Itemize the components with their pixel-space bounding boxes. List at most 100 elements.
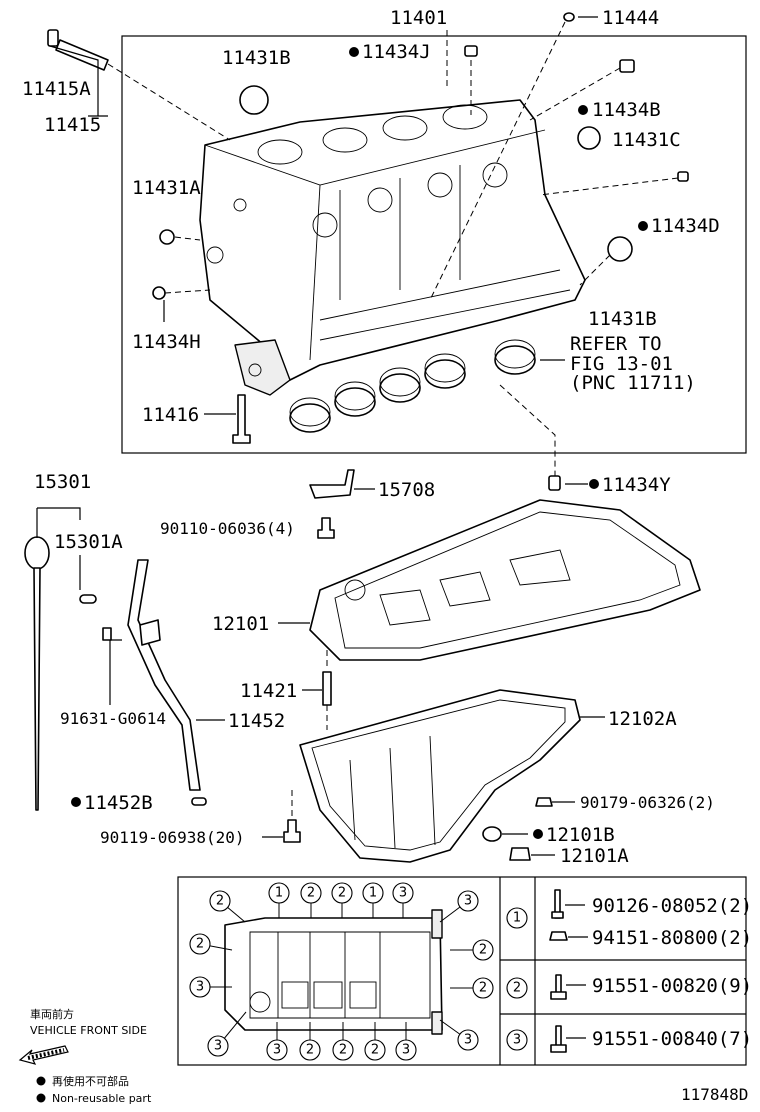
bolt-90110: [317, 517, 335, 539]
label-11434b: 11434B: [592, 99, 661, 121]
nonreuse-dot-12101b: [533, 829, 543, 839]
label-11452: 11452: [228, 710, 285, 732]
legend-nonreuse-dot-2: [36, 1093, 46, 1103]
label-refer-1: REFER TO: [570, 333, 662, 355]
label-12102a: 12102A: [608, 708, 677, 730]
callout-circle-left-1: [189, 933, 211, 955]
callout-circle-left-3: [207, 1035, 229, 1057]
nonreuse-dot-11452b: [71, 797, 81, 807]
bolt-part-91551-00840: 91551-00840(7): [592, 1028, 752, 1050]
callout-number-top-5: 3: [399, 886, 407, 901]
label-11434y: 11434Y: [602, 474, 671, 496]
pin-11434b: [619, 59, 635, 73]
pin-11434h: [152, 286, 166, 300]
bolt-key-3: 3: [513, 1033, 521, 1048]
bolt-part-90126: 90126-08052(2): [592, 895, 752, 917]
callout-number-left-3: 3: [214, 1039, 222, 1054]
callout-number-bottom-4: 3: [402, 1043, 410, 1058]
label-refer-3: (PNC 11711): [570, 372, 696, 394]
callout-circle-right-1: [472, 939, 494, 961]
callout-number-top-0: 2: [216, 894, 224, 909]
oil-pan-plan-view: [224, 909, 443, 1035]
engine-block-frame: [121, 35, 747, 454]
callout-number-left-2: 3: [196, 980, 204, 995]
gasket-12101b: [482, 826, 502, 842]
callout-number-bottom-1: 2: [306, 1043, 314, 1058]
bolt-90179: [535, 797, 553, 807]
label-11431b-top: 11431B: [222, 47, 291, 69]
callout-number-right-3: 3: [464, 1033, 472, 1048]
pin-11434y: [548, 475, 561, 491]
plug-11444: [563, 12, 575, 22]
nonreuse-dot-11434b: [578, 105, 588, 115]
callout-circle-left-2: [189, 976, 211, 998]
guide-11452: [102, 559, 225, 806]
legend-vehicle-front-en: VEHICLE FRONT SIDE: [30, 1024, 147, 1037]
label-12101b: 12101B: [546, 824, 615, 846]
legend-nonreuse-en: Non-reusable part: [52, 1092, 152, 1105]
label-90119: 90119-06938(20): [100, 828, 245, 847]
nonreuse-dot-11434d: [638, 221, 648, 231]
plug-11431c: [577, 126, 601, 150]
label-15301a: 15301A: [54, 531, 123, 553]
callout-number-left-1: 2: [196, 937, 204, 952]
callout-circle-right-2: [472, 977, 494, 999]
label-11401: 11401: [390, 7, 447, 29]
callout-circle-top-4: [362, 882, 384, 904]
label-11444: 11444: [602, 7, 659, 29]
plug-11431a: [159, 229, 175, 245]
label-11431a: 11431A: [132, 177, 201, 199]
cylinder-block-drawing: [199, 99, 586, 396]
label-11431b-right: 11431B: [588, 308, 657, 330]
callout-circle-bottom-4: [395, 1039, 417, 1061]
label-11434h: 11434H: [132, 331, 201, 353]
callout-number-bottom-2: 2: [339, 1043, 347, 1058]
bolt-part-94151: 94151-80800(2): [592, 927, 752, 949]
callout-circle-bottom-2: [332, 1039, 354, 1061]
callout-circle-top-5: [392, 882, 414, 904]
callout-number-top-4: 1: [369, 886, 377, 901]
legend-nonreuse-jp: 再使用不可部品: [52, 1074, 129, 1088]
callout-circle-bottom-3: [364, 1039, 386, 1061]
callout-circle-right-3: [457, 1029, 479, 1051]
plug-11431b-top: [239, 85, 269, 115]
label-12101: 12101: [212, 613, 269, 635]
callout-number-top-3: 2: [338, 886, 346, 901]
stud-11421: [322, 671, 332, 706]
figure-id: 117848D: [681, 1085, 748, 1104]
lower-oil-pan-12102a: [299, 689, 605, 863]
callout-number-bottom-3: 2: [371, 1043, 379, 1058]
callout-circle-right-0: [457, 890, 479, 912]
legend-nonreuse-dot: [36, 1076, 46, 1086]
callout-circle-top-1: [268, 882, 290, 904]
callout-number-top-1: 1: [275, 886, 283, 901]
label-12101a: 12101A: [560, 845, 629, 867]
bolt-table-row-1: 1 90126-08052(2) 94151-80800(2): [506, 889, 752, 949]
label-11415a: 11415A: [22, 78, 91, 100]
label-11416: 11416: [142, 404, 199, 426]
callout-circle-bottom-0: [266, 1039, 288, 1061]
nonreuse-dot-11434y: [589, 479, 599, 489]
callout-circle-top-0: [209, 890, 231, 912]
label-11421: 11421: [240, 680, 297, 702]
callout-number-right-0: 3: [464, 894, 472, 909]
label-refer-2: FIG 13-01: [570, 353, 673, 375]
legend-vehicle-front-jp: 車両前方: [30, 1007, 74, 1021]
pin-11434d: [677, 171, 689, 182]
nonreuse-dot-11434j: [349, 47, 359, 57]
label-11452b: 11452B: [84, 792, 153, 814]
callout-number-right-1: 2: [479, 943, 487, 958]
bolt-11416: [232, 394, 251, 444]
bolt-part-91551-00820: 91551-00820(9): [592, 975, 752, 997]
callout-number-right-2: 2: [479, 981, 487, 996]
plug-11415a: [47, 29, 59, 47]
seal-11431b-right: [607, 236, 633, 262]
label-91631: 91631-G0614: [60, 709, 166, 728]
bolt-layout-frame: [177, 876, 747, 1066]
label-15708: 15708: [378, 479, 435, 501]
bolt-table-row-2: 2 91551-00820(9): [506, 974, 752, 1000]
upper-oil-pan-12101: [278, 499, 701, 661]
callout-number-bottom-0: 3: [273, 1043, 281, 1058]
